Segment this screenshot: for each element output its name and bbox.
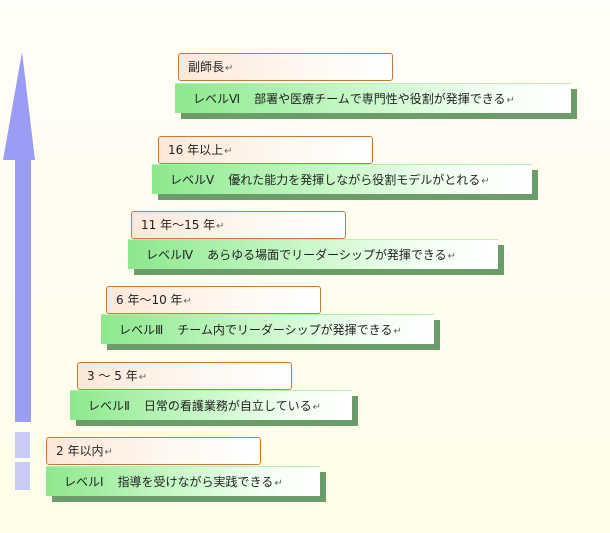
bar-level-4: レベルⅣ あらゆる場面でリーダーシップが発揮できる↵: [128, 239, 498, 269]
tag-text: 3 ～ 5 年: [87, 369, 138, 383]
level-desc: 指導を受けながら実践できる: [117, 475, 274, 489]
level-desc: 日常の看護業務が自立している: [143, 399, 312, 413]
tag-text: 16 年以上: [168, 143, 224, 157]
return-mark: ↵: [138, 372, 148, 383]
level-desc: あらゆる場面でリーダーシップが発揮できる: [207, 248, 447, 262]
level-name: レベルⅢ: [119, 323, 164, 337]
level-name: レベルⅤ: [170, 173, 215, 187]
arrow-base-block-2: [15, 462, 30, 490]
tag-text: 副師長: [188, 60, 225, 74]
tag-level-1: 2 年以内↵: [46, 437, 261, 465]
arrow-base-block-1: [15, 432, 30, 458]
return-mark: ↵: [481, 176, 490, 187]
bar-level-3: レベルⅢ チーム内でリーダーシップが発揮できる↵: [101, 314, 434, 344]
level-name: レベルⅣ: [146, 248, 194, 262]
return-mark: ↵: [312, 402, 321, 413]
return-mark: ↵: [104, 447, 113, 458]
bar-level-5: レベルⅤ 優れた能力を発揮しながら役割モデルがとれる↵: [152, 164, 532, 194]
return-mark: ↵: [225, 63, 234, 74]
return-mark: ↵: [506, 95, 515, 106]
level-name: レベルⅡ: [88, 399, 130, 413]
tag-level-5: 16 年以上↵: [158, 136, 373, 164]
tag-level-4: 11 年～15 年↵: [131, 211, 346, 239]
level-desc: チーム内でリーダーシップが発揮できる: [177, 323, 393, 337]
tag-text: 6 年～10 年: [116, 293, 183, 307]
bar-level-1: レベルⅠ 指導を受けながら実践できる↵: [46, 466, 320, 496]
level-name: レベルⅥ: [193, 92, 241, 106]
arrow-shape: [3, 52, 35, 422]
level-desc: 優れた能力を発揮しながら役割モデルがとれる: [228, 173, 481, 187]
tag-level-6: 副師長↵: [178, 53, 393, 81]
bar-level-6: レベルⅥ 部署や医療チームで専門性や役割が発揮できる↵: [175, 83, 571, 113]
return-mark: ↵: [447, 251, 456, 262]
tag-text: 11 年～15 年: [141, 218, 216, 232]
return-mark: ↵: [393, 326, 402, 337]
tag-level-3: 6 年～10 年↵: [106, 286, 321, 314]
bar-level-2: レベルⅡ 日常の看護業務が自立している↵: [70, 390, 352, 420]
level-desc: 部署や医療チームで専門性や役割が発揮できる: [254, 92, 506, 106]
level-name: レベルⅠ: [64, 475, 104, 489]
return-mark: ↵: [274, 478, 283, 489]
tag-text: 2 年以内: [56, 444, 104, 458]
upward-arrow: [3, 52, 35, 422]
return-mark: ↵: [183, 296, 192, 307]
tag-level-2: 3 ～ 5 年↵: [77, 362, 292, 390]
return-mark: ↵: [216, 221, 225, 232]
return-mark: ↵: [224, 146, 233, 157]
